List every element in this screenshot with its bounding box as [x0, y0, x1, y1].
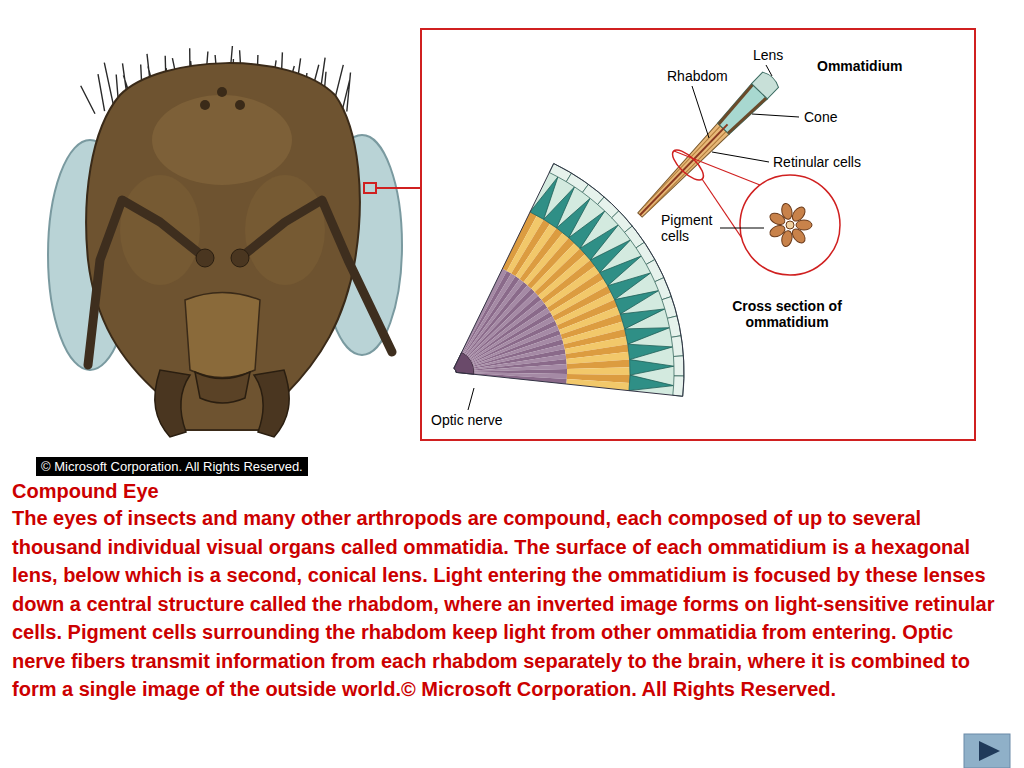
cone-facet: [630, 360, 674, 376]
retinular-cell-section: [780, 202, 793, 220]
lens: [752, 70, 781, 99]
part-label: Lens: [752, 47, 784, 63]
retinular-cell-section: [796, 220, 812, 230]
retinular-cell-section: [768, 223, 787, 239]
part-label: Rhabdom: [666, 68, 729, 84]
cell-stripe: [644, 126, 721, 206]
leader-line: [468, 388, 474, 410]
leader-line: [712, 152, 769, 162]
mandible: [254, 370, 289, 437]
leader-line: [716, 228, 764, 229]
ocellus: [217, 87, 227, 97]
ocellus: [235, 100, 245, 110]
nerve-fiber: [474, 359, 567, 371]
rhabdom: [640, 124, 728, 215]
pigment-cells: [727, 95, 767, 137]
inset-frame: [421, 29, 975, 440]
part-label: Cone: [803, 109, 838, 125]
mandible: [155, 370, 190, 437]
heading: Compound Eye: [12, 478, 1012, 504]
part-label: Retinular cells: [772, 154, 862, 170]
zoom-marker: [364, 183, 376, 193]
text-panel: Compound EyeThe eyes of insects and many…: [12, 478, 1012, 704]
ommatidia-fan: [454, 164, 684, 397]
part-label: Cross section of ommatidium: [716, 298, 858, 330]
head-texture: [152, 95, 292, 185]
head-texture: [245, 175, 325, 285]
antenna-base: [196, 249, 214, 267]
nav-arrow: [979, 741, 1000, 761]
copyright-text: © Microsoft Corporation. All Rights Rese…: [41, 459, 303, 474]
lens-facet: [673, 376, 684, 396]
head-capsule: [86, 63, 360, 430]
fan-outline: [454, 164, 684, 397]
cone-facet: [620, 309, 665, 329]
leader-line: [752, 114, 799, 117]
leader-line: [692, 86, 709, 138]
caption-text: The eyes of insects and many other arthr…: [12, 504, 1012, 704]
retinular-band: [567, 367, 630, 375]
antenna: [240, 200, 392, 352]
leader-lines: [468, 65, 799, 410]
part-label: Pigment cells: [660, 212, 720, 244]
antenna-base: [231, 249, 249, 267]
antenna: [88, 200, 205, 365]
cross-section-cells: [768, 202, 812, 247]
nav-button: [964, 734, 1010, 768]
lens-facet: [674, 356, 685, 376]
head-texture: [120, 175, 200, 285]
pigment-cells: [715, 84, 755, 126]
retinular-cells: [634, 123, 729, 220]
zoom-line: [376, 187, 420, 189]
cone-facet: [628, 344, 673, 359]
part-label: Optic nerve: [430, 412, 504, 428]
cone-facet: [629, 375, 674, 391]
ocellus: [200, 100, 210, 110]
labrum: [195, 372, 250, 403]
cone-facet: [625, 328, 670, 345]
section-line: [674, 151, 760, 185]
retinular-cell-section: [790, 205, 808, 224]
cross-section-circle: [740, 175, 840, 275]
bee-head: [48, 46, 420, 437]
part-label: Ommatidium: [816, 58, 904, 74]
clypeus: [185, 293, 260, 378]
rhabdom-section: [786, 221, 794, 229]
copyright-band: © Microsoft Corporation. All Rights Rese…: [36, 457, 308, 476]
leader-line: [766, 65, 772, 76]
